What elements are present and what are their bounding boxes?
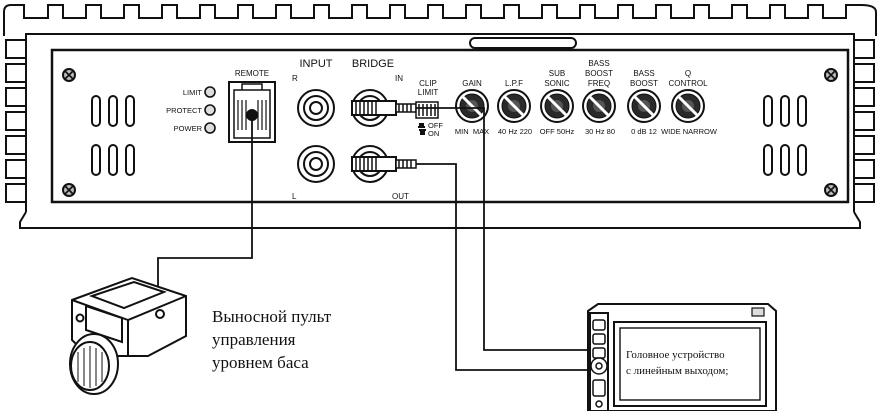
svg-text:PROTECT: PROTECT	[166, 106, 202, 115]
q-control-range: WIDE NARROW	[661, 127, 718, 136]
channel-r-label: R	[292, 74, 298, 83]
svg-text:ON: ON	[428, 129, 439, 138]
heatsink-right-fins	[854, 39, 875, 203]
subsonic-knob[interactable]	[540, 89, 574, 123]
remote-label: REMOTE	[235, 69, 269, 78]
svg-text:OFF: OFF	[428, 121, 443, 130]
bass-boost-freq-title-1: BASS	[588, 59, 609, 68]
wire-rca-out	[416, 163, 588, 371]
heatsink-top-fins	[3, 4, 877, 36]
gain-title: GAIN	[462, 79, 482, 88]
wires	[157, 107, 588, 371]
head-unit-buttons	[590, 319, 608, 408]
bass-boost-freq-title-2: BOOST	[585, 69, 613, 78]
switch-off-label: OFF	[418, 121, 443, 130]
bass-boost-freq-title-3: FREQ	[588, 79, 610, 88]
clip-limit-switch[interactable]	[415, 101, 439, 119]
vent-slots-left	[91, 95, 135, 176]
gain-knob[interactable]	[455, 89, 489, 123]
gain-range: MIN MAX	[455, 127, 489, 136]
clip-limit-label-2: LIMIT	[418, 88, 439, 97]
clip-limit-label: CLIP	[419, 79, 437, 88]
vent-slots-right	[763, 95, 807, 176]
in-label: IN	[395, 74, 403, 83]
rca-jack-input-r	[297, 89, 335, 127]
q-control-knob[interactable]	[671, 89, 705, 123]
amplifier-base	[19, 211, 861, 229]
rca-plug-out	[351, 156, 417, 172]
knob-row	[455, 89, 705, 123]
wire-rca-in	[416, 107, 588, 351]
switch-on-label: ON	[419, 129, 439, 138]
bass-boost-freq-range: 30 Hz 80	[585, 127, 615, 136]
bass-remote-control	[69, 276, 187, 395]
bridge-label: BRIDGE	[352, 58, 394, 70]
heatsink-left-fins	[5, 39, 26, 203]
q-control-title-1: Q	[685, 69, 691, 78]
front-panel	[50, 48, 850, 204]
lpf-knob[interactable]	[497, 89, 531, 123]
remote-caption-line-1: Выносной пульт	[212, 307, 332, 326]
head-unit-caption-line-2: с линейным выходом;	[626, 365, 728, 377]
head-unit-caption-line-1: Головное устройство	[626, 349, 725, 361]
q-control-title-2: CONTROL	[668, 79, 708, 88]
svg-text:LIMIT: LIMIT	[183, 88, 203, 97]
bass-boost-title-2: BOOST	[630, 79, 658, 88]
remote-caption-line-3: уровнем баса	[212, 353, 309, 372]
input-label: INPUT	[300, 58, 333, 70]
bass-boost-freq-knob[interactable]	[582, 89, 616, 123]
led-power: POWER	[174, 122, 216, 134]
bass-boost-knob[interactable]	[627, 89, 661, 123]
knob-ranges: MIN MAX 40 Hz 220 OFF 50Hz 30 Hz 80 0 dB…	[455, 127, 718, 136]
lpf-range: 40 Hz 220	[498, 127, 532, 136]
subsonic-title-2: SONIC	[544, 79, 570, 88]
bass-boost-range: 0 dB 12	[631, 127, 657, 136]
subsonic-range: OFF 50Hz	[540, 127, 575, 136]
svg-text:POWER: POWER	[174, 124, 203, 133]
knob-titles: GAIN L.P.F SUB SONIC BASS BOOST FREQ BAS…	[462, 59, 708, 88]
rca-jack-input-l	[297, 145, 335, 183]
remote-caption-line-2: управления	[212, 330, 296, 349]
out-label: OUT	[392, 192, 409, 201]
bass-boost-title-1: BASS	[633, 69, 654, 78]
led-limit: LIMIT	[183, 86, 216, 98]
channel-l-label: L	[292, 192, 297, 201]
subsonic-title-1: SUB	[549, 69, 565, 78]
lpf-title: L.P.F	[505, 79, 523, 88]
led-protect: PROTECT	[166, 104, 216, 116]
top-slot	[469, 37, 577, 49]
wire-remote	[157, 118, 253, 290]
